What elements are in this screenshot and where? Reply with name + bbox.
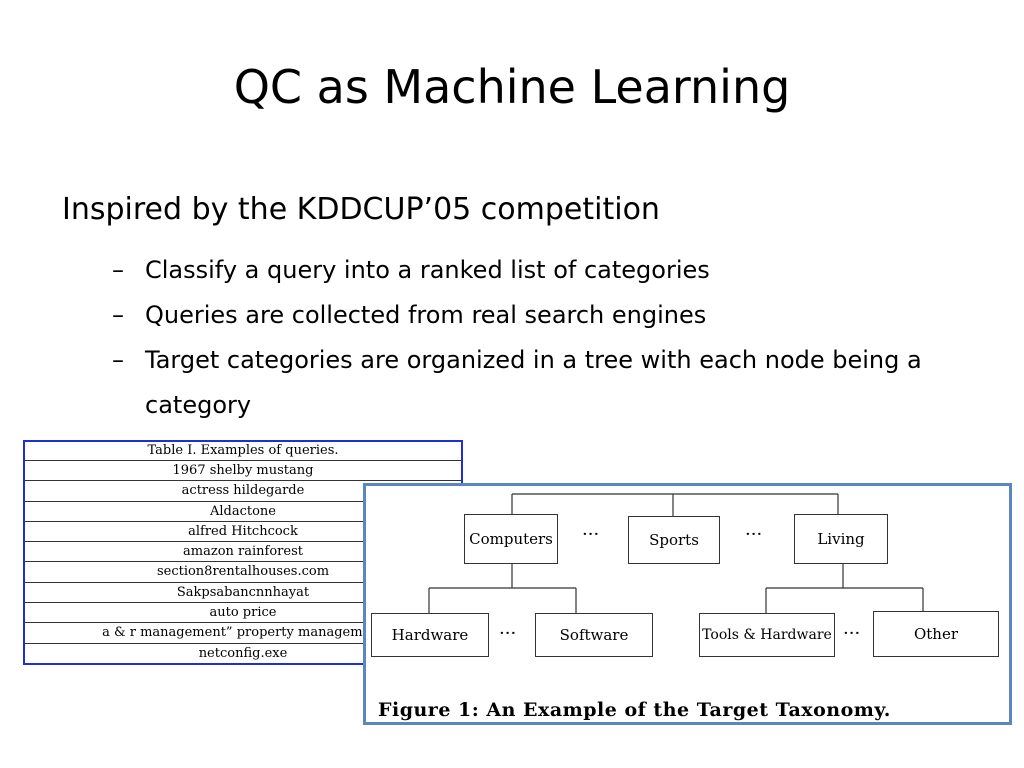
node-other: Other — [873, 611, 999, 657]
sub-bullet-list: –Classify a query into a ranked list of … — [112, 248, 952, 428]
table-caption: Table I. Examples of queries. — [147, 443, 339, 458]
figure-caption: Figure 1: An Example of the Target Taxon… — [378, 699, 891, 721]
sub-bullet: –Queries are collected from real search … — [112, 293, 952, 338]
table-row: amazon rainforest — [25, 541, 461, 561]
sub-bullet-text: Classify a query into a ranked list of c… — [145, 256, 710, 284]
sub-bullet-text: Queries are collected from real search e… — [145, 301, 707, 329]
ellipsis: ··· — [499, 623, 517, 644]
node-living: Living — [794, 514, 888, 564]
table-row: section8rentalhouses.com — [25, 561, 461, 581]
dash-marker: – — [112, 346, 124, 374]
table-row: netconfig.exe — [25, 642, 461, 663]
node-computers: Computers — [464, 514, 558, 564]
slide-title: QC as Machine Learning — [233, 60, 791, 114]
tree-connectors — [428, 493, 924, 613]
ellipsis: ··· — [843, 623, 861, 644]
dash-marker: – — [112, 256, 124, 284]
table-row: a & r management” property management — [25, 622, 461, 642]
node-hardware: Hardware — [371, 613, 489, 657]
table-row: 1967 shelby mustang — [25, 460, 461, 480]
node-software: Software — [535, 613, 653, 657]
table-row: Sakpsabancnnhayat — [25, 581, 461, 602]
node-tools-hardware: Tools & Hardware — [699, 613, 835, 657]
sub-bullet-text: Target categories are organized in a tre… — [145, 346, 922, 419]
ellipsis: ··· — [582, 524, 600, 545]
node-sports: Sports — [628, 516, 720, 564]
table-row: actress hildegarde — [25, 480, 461, 500]
taxonomy-figure: Computers Sports Living ··· ··· Hardware… — [363, 483, 1012, 725]
table-row: auto price — [25, 602, 461, 622]
sub-bullet: –Classify a query into a ranked list of … — [112, 248, 952, 293]
main-bullet: Inspired by the KDDCUP’05 competition — [62, 192, 660, 227]
ellipsis: ··· — [745, 524, 763, 545]
sub-bullet: –Target categories are organized in a tr… — [112, 338, 952, 428]
dash-marker: – — [112, 301, 124, 329]
table-row: alfred Hitchcock — [25, 520, 461, 541]
table-row: Aldactone — [25, 500, 461, 521]
